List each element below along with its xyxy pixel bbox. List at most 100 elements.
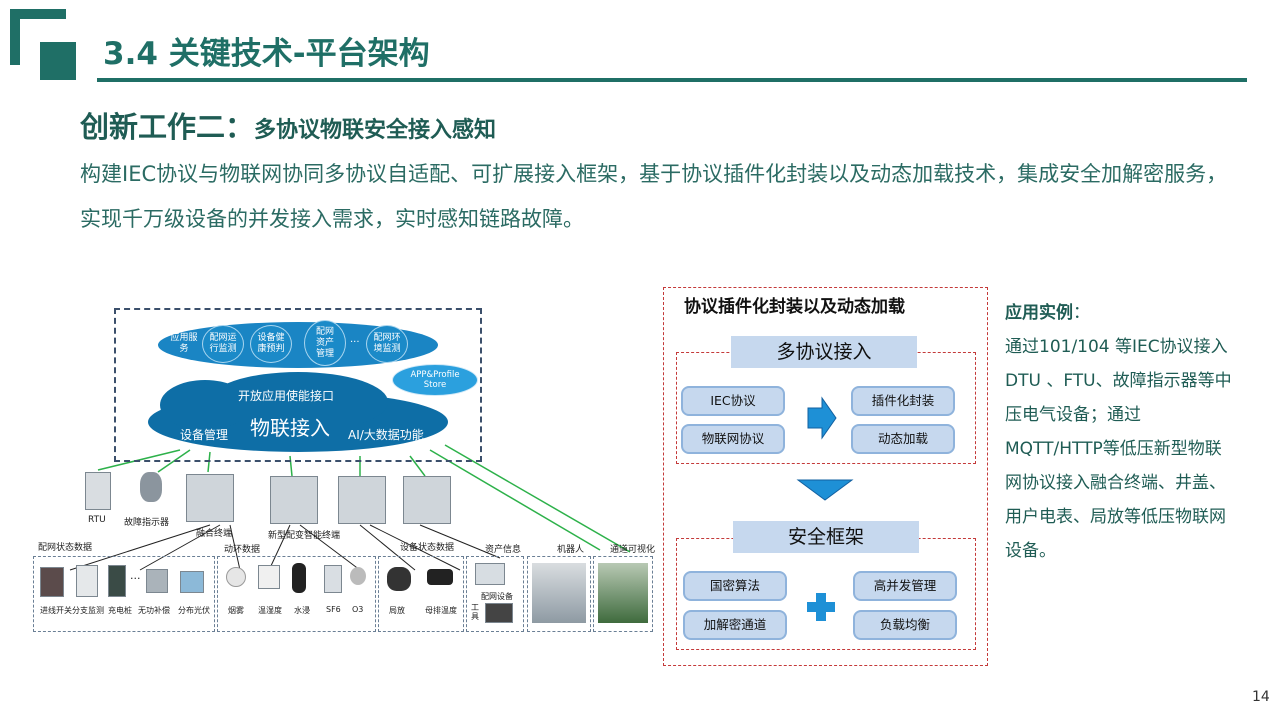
group2-item: SF6 (326, 605, 341, 614)
rtu-label: RTU (88, 515, 106, 525)
smart-terminal-device (403, 476, 451, 524)
subtitle-main: 创新工作二： (80, 110, 255, 144)
right-arrow-icon (807, 396, 837, 440)
fault-indicator-label: 故障指示器 (124, 518, 170, 528)
security-header: 安全框架 (733, 521, 919, 553)
group3-item: 局放 (389, 606, 405, 615)
subtitle-topic: 多协议物联安全接入感知 (254, 118, 497, 143)
device-status-group: 局放 母排温度 (378, 556, 464, 632)
robot-group (527, 556, 591, 632)
iot-protocol-pill: 物联网协议 (681, 424, 785, 454)
grid-status-group: ... 进线开关 分支监测 充电桩 无功补偿 分布光伏 (33, 556, 215, 632)
sensor-thumb (427, 569, 453, 585)
down-arrow-icon (796, 479, 854, 501)
channel-photo (598, 563, 648, 623)
group1-item: 分布光伏 (178, 606, 210, 615)
sensor-thumb (350, 567, 366, 585)
new-terminal-label: 新型配变智能终端 (268, 531, 341, 541)
smart-terminal-device (270, 476, 318, 524)
app-store-label: APP&Profile Store (410, 370, 460, 390)
link-lines (69, 444, 631, 571)
group1-item: 充电桩 (108, 606, 132, 615)
device-thumb (180, 571, 204, 593)
plugin-pill: 插件化封装 (851, 386, 955, 416)
device-thumb (76, 565, 98, 597)
page-title: 3.4 关键技术-平台架构 (103, 36, 430, 72)
bubble-ellipsis: ... (350, 334, 360, 345)
logo-mark-block (40, 42, 76, 80)
bubble-label: 配网运行监测 (209, 333, 237, 354)
asset-thumb (475, 563, 505, 585)
intro-paragraph: 构建IEC协议与物联网协同多协议自适配、可扩展接入框架，基于协议插件化封装以及动… (80, 162, 1228, 231)
group2-item: 水浸 (294, 606, 310, 615)
group2-item: 烟雾 (228, 606, 244, 615)
protocol-panel (663, 287, 988, 666)
service-bubble-label: 应用服务 (170, 333, 198, 354)
group1-item: 分支监测 (72, 606, 104, 615)
plus-icon (807, 593, 835, 621)
load-balance-pill: 负载均衡 (853, 610, 957, 640)
group4-item: 配网设备 (481, 592, 513, 601)
sensor-thumb (258, 565, 280, 589)
channel-vis-group (593, 556, 653, 632)
bubble-label: 配网资产管理 (315, 326, 334, 359)
ai-bigdata-label: AI/大数据功能 (348, 428, 424, 442)
service-bubble: 配网运行监测 (202, 325, 244, 363)
fusion-terminal-device (186, 474, 234, 522)
device-thumb (146, 569, 168, 593)
channel-vis-label: 通道可视化 (610, 545, 656, 555)
group2-item: 温湿度 (258, 606, 282, 615)
iec-protocol-pill: IEC协议 (681, 386, 785, 416)
device-thumb (108, 565, 126, 597)
gm-algorithm-pill: 国密算法 (683, 571, 787, 601)
service-bubble: 配网资产管理 (304, 320, 346, 366)
application-label: 应用实例 (1005, 303, 1073, 323)
page-number: 14 (1252, 689, 1270, 705)
env-data-label: 动环数据 (224, 545, 261, 555)
group1-item: 无功补偿 (138, 606, 170, 615)
title-underline (97, 78, 1247, 82)
group4-item: 工具 (471, 603, 479, 621)
device-status-label: 设备状态数据 (400, 543, 455, 553)
asset-info-group: 配网设备 工具 (466, 556, 524, 632)
fusion-terminal-label: 融合终端 (196, 529, 233, 539)
env-data-group: 烟雾 温湿度 水浸 SF6 O3 (217, 556, 376, 632)
iot-access-label: 物联接入 (250, 416, 330, 440)
sensor-thumb (387, 567, 411, 591)
crypto-channel-pill: 加解密通道 (683, 610, 787, 640)
architecture-diagram: 应用服务 配网运行监测 设备健康预判 配网资产管理 ... 配网环境监测 APP… (30, 300, 660, 640)
group1-ellipsis: ... (130, 569, 141, 582)
bubble-label: 设备健康预判 (257, 333, 285, 354)
cloud-layer-box (114, 308, 482, 462)
main-cloud-left (160, 380, 250, 430)
asset-thumb (485, 603, 513, 623)
service-bubble: 设备健康预判 (250, 325, 292, 363)
protocol-panel-title: 协议插件化封装以及动态加载 (684, 297, 905, 317)
smart-terminal-device (338, 476, 386, 524)
rtu-device (85, 472, 111, 510)
fault-indicator-device (140, 472, 162, 502)
service-bubble: 配网环境监测 (366, 325, 408, 363)
multi-access-header: 多协议接入 (731, 336, 917, 368)
dynamic-pill: 动态加载 (851, 424, 955, 454)
grid-status-label: 配网状态数据 (38, 543, 93, 553)
device-thumb (40, 567, 64, 597)
group1-item: 进线开关 (40, 606, 72, 615)
device-mgmt-label: 设备管理 (180, 428, 229, 442)
sensor-thumb (324, 565, 342, 593)
application-colon: ： (1073, 303, 1090, 323)
application-example: 应用实例： 通过101/104 等IEC协议接入DTU 、FTU、故障指示器等中… (1005, 296, 1237, 568)
open-interface-label: 开放应用使能接口 (238, 389, 335, 403)
concurrency-pill: 高并发管理 (853, 571, 957, 601)
asset-info-label: 资产信息 (485, 545, 522, 555)
app-store-badge: APP&Profile Store (392, 364, 478, 396)
application-text: 通过101/104 等IEC协议接入DTU 、FTU、故障指示器等中压电气设备；… (1005, 337, 1232, 561)
robot-photo (532, 563, 586, 623)
sensor-thumb (226, 567, 246, 587)
bubble-label: 配网环境监测 (373, 333, 401, 354)
sensor-thumb (292, 563, 306, 593)
group3-item: 母排温度 (425, 606, 457, 615)
group2-item: O3 (352, 605, 364, 614)
robot-label: 机器人 (557, 545, 585, 555)
section-subtitle: 创新工作二：多协议物联安全接入感知 (80, 104, 496, 146)
